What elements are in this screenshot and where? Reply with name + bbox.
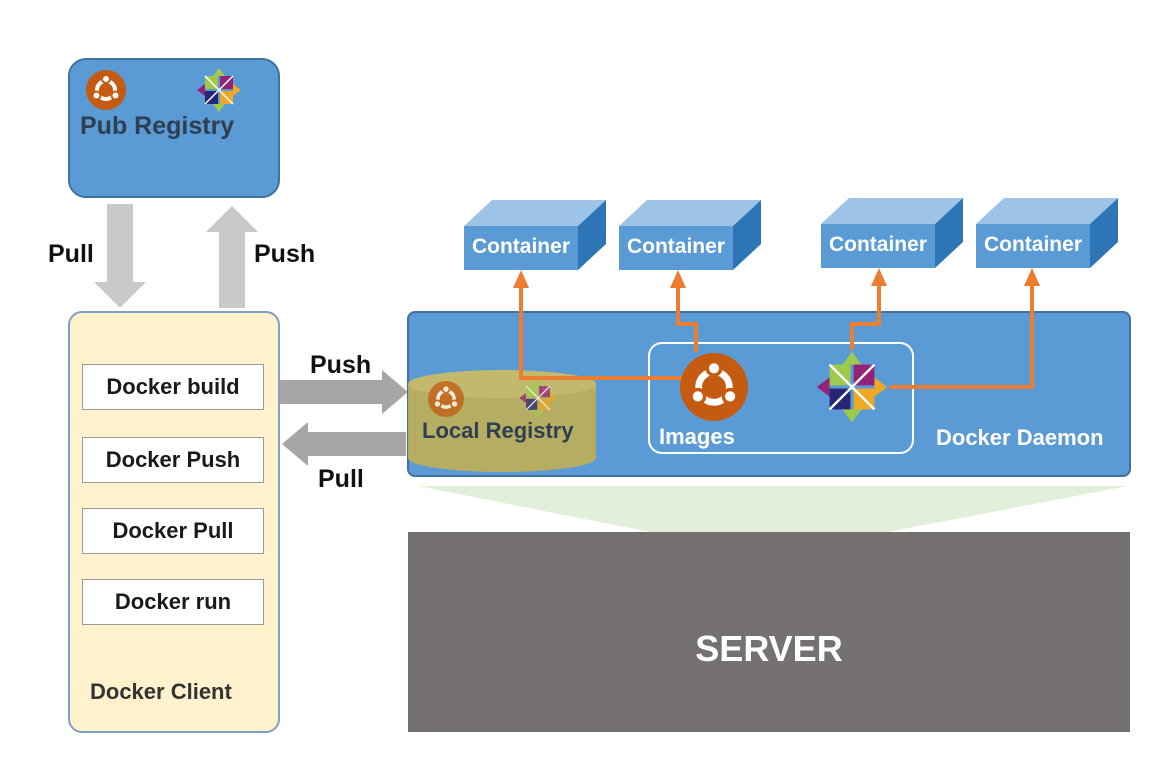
docker-run-command: Docker run [82, 579, 264, 625]
container-label-1: Container [471, 235, 570, 258]
local-registry-title: Local Registry [422, 418, 574, 443]
server-title: SERVER [695, 628, 843, 669]
docker-push-command: Docker Push [82, 437, 264, 483]
container-box-1 [464, 200, 606, 270]
push-up-arrow [206, 206, 258, 308]
connector-arrowheads [513, 268, 1040, 288]
server-box [408, 532, 1130, 732]
registry-ubuntu-logo-icon [426, 379, 466, 419]
pull-left-arrow [282, 422, 406, 466]
docker-daemon-title: Docker Daemon [936, 425, 1104, 450]
container-label-4: Container [983, 233, 1082, 256]
connector-lines [519, 284, 1034, 389]
images-centos-logo-icon [815, 350, 889, 424]
push-label-mid: Push [310, 351, 372, 379]
container-label-3: Container [828, 233, 927, 256]
images-ubuntu-logo-icon [680, 353, 748, 421]
container-box-3 [821, 198, 963, 268]
docker-client-title: Docker Client [90, 679, 232, 704]
push-right-arrow [280, 370, 408, 414]
container-box-4 [976, 198, 1118, 268]
docker-pull-command: Docker Pull [82, 508, 264, 554]
push-label-left: Push [254, 240, 316, 268]
container-box-2 [619, 200, 761, 270]
pull-label-mid: Pull [318, 465, 364, 493]
pull-down-arrow [94, 204, 146, 308]
pull-label-left: Pull [48, 240, 94, 268]
container-label-2: Container [626, 235, 725, 258]
docker-build-command: Docker build [82, 364, 264, 410]
images-title: Images [659, 424, 735, 449]
pub-registry-title: Pub Registry [80, 112, 235, 140]
images-box [648, 342, 914, 454]
projection [418, 486, 1128, 532]
